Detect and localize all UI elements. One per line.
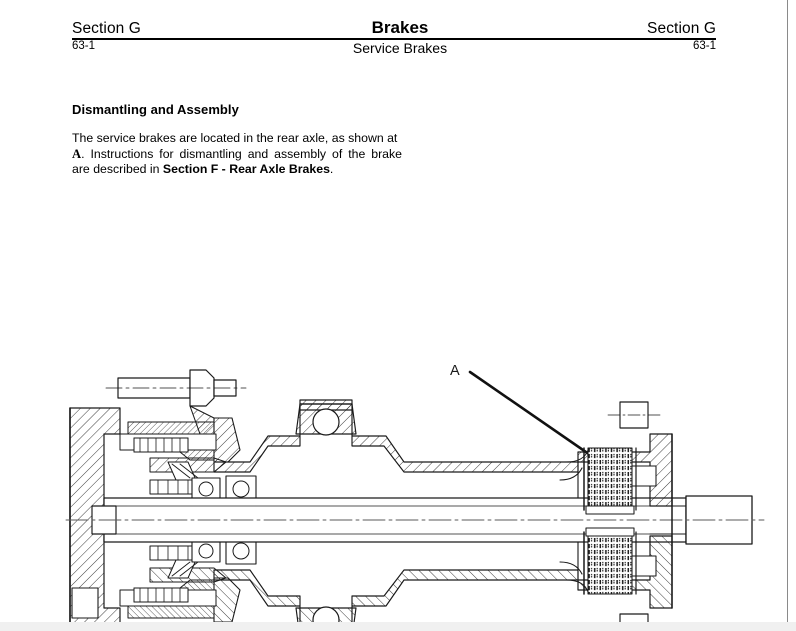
housing-mounting-boss-lower <box>295 606 357 622</box>
callout-label-a: A <box>450 363 460 379</box>
paragraph-line-2-text: . Instructions for dismantling and assem… <box>81 146 402 161</box>
hub-bearing-lower <box>133 587 189 603</box>
pinion-bearing-lower <box>191 537 257 565</box>
housing-inner-lines <box>577 461 687 581</box>
callout-reference-a: A <box>72 146 82 161</box>
paragraph-line-3-suffix: . <box>329 162 334 177</box>
header-right-page-number: 63-1 <box>692 40 716 52</box>
header-divider-rule <box>72 38 716 40</box>
header-bottom-row: 63-1 Service Brakes 63-1 <box>72 38 716 60</box>
multi-disc-brake-pack-upper <box>583 447 637 515</box>
header-right-section: Section G <box>647 20 716 37</box>
section-heading: Dismantling and Assembly <box>72 102 239 117</box>
header-left-section: Section G <box>72 20 141 37</box>
cross-reference-section-f: Section F - Rear Axle Brakes <box>162 162 330 177</box>
page-subtitle: Service Brakes <box>352 40 448 56</box>
page-header: Section G Brakes Section G 63-1 Service … <box>72 14 716 60</box>
page-title: Brakes <box>371 18 429 37</box>
paragraph-line-3-prefix: are described in <box>72 162 163 177</box>
header-top-row: Section G Brakes Section G <box>72 14 716 38</box>
housing-mounting-boss-upper <box>295 403 357 436</box>
brake-actuator-seal <box>559 449 589 593</box>
housing-stud-bolt <box>105 369 247 435</box>
paragraph-line-2: A. Instructions for dismantling and asse… <box>72 147 402 163</box>
paragraph-line-1: The service brakes are located in the re… <box>72 131 398 145</box>
hub-bearing-upper <box>133 437 189 453</box>
body-paragraph: The service brakes are located in the re… <box>72 131 402 178</box>
page-bottom-strip <box>0 622 796 631</box>
page-right-border <box>787 0 788 622</box>
rear-axle-cross-section-figure <box>0 330 796 622</box>
paragraph-line-3: are described in Section F - Rear Axle B… <box>72 162 402 178</box>
header-left-page-number: 63-1 <box>72 40 96 52</box>
multi-disc-brake-pack-lower <box>583 527 637 595</box>
